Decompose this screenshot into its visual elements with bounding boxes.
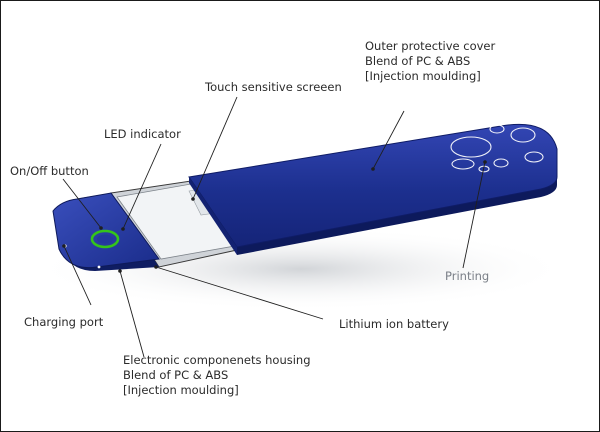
housing-line2: Blend of PC & ABS bbox=[123, 368, 229, 382]
cover-edge bbox=[237, 177, 557, 255]
outer-cover-line3: [Injection moulding] bbox=[365, 69, 481, 83]
cover-front-lip bbox=[189, 177, 237, 255]
battery-label: Lithium ion battery bbox=[339, 317, 449, 331]
electronic-housing-label: Electronic componenets housing Blend of … bbox=[123, 353, 311, 398]
outer-protective-cover bbox=[188, 123, 558, 248]
housing-line1: Electronic componenets housing bbox=[123, 353, 311, 367]
printing-label: Printing bbox=[445, 269, 490, 283]
charging-port-label: Charging port bbox=[24, 315, 104, 329]
led-indicator-label: LED indicator bbox=[104, 127, 181, 141]
power-ring-icon[interactable] bbox=[90, 229, 120, 249]
bubble-circles-icon bbox=[450, 124, 544, 173]
touch-screen-label: Touch sensitive screeen bbox=[205, 80, 342, 94]
housing-dot bbox=[97, 265, 101, 269]
outer-cover-line1: Outer protective cover bbox=[365, 39, 496, 53]
housing-line3: [Injection moulding] bbox=[123, 383, 239, 397]
outer-cover-line2: Blend of PC & ABS bbox=[365, 54, 471, 68]
onoff-button-label: On/Off button bbox=[10, 164, 89, 178]
outer-cover-label: Outer protective cover Blend of PC & ABS… bbox=[365, 39, 495, 84]
